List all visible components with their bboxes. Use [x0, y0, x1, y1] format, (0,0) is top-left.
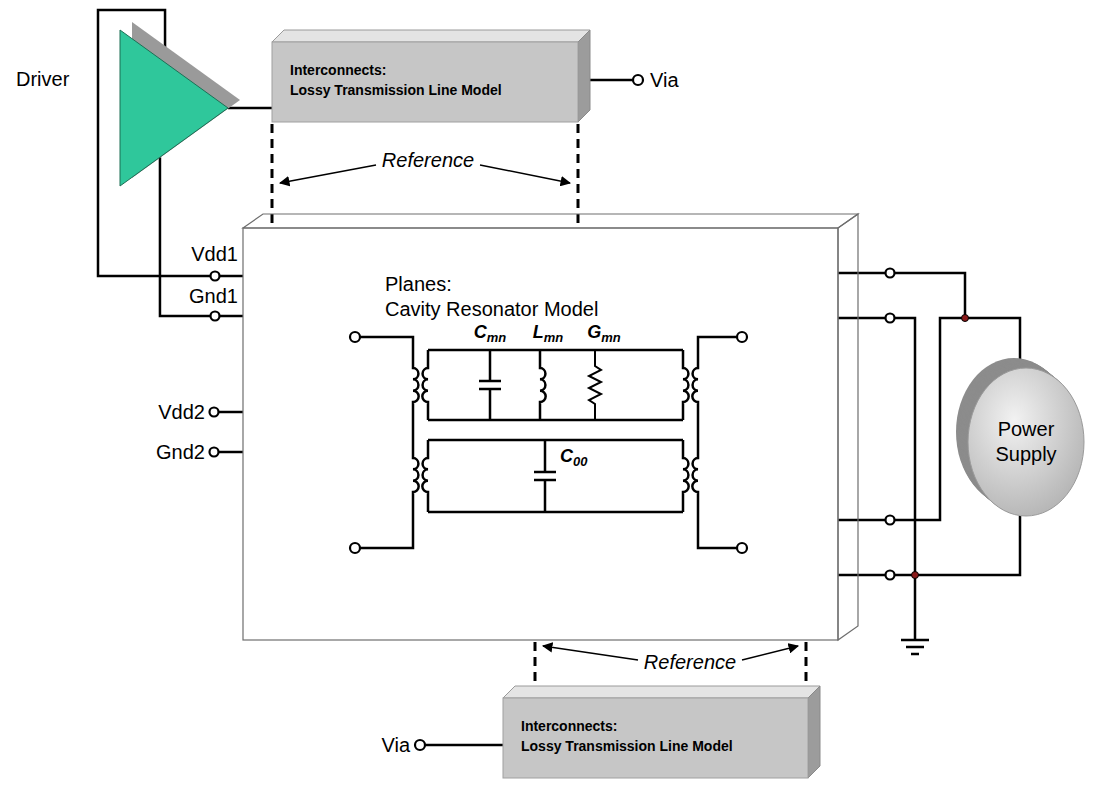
wire-connector: [160, 157, 243, 316]
cylinder-body: [967, 367, 1083, 515]
planes-title: Planes: Cavity Resonator Model: [385, 272, 598, 322]
pin-terminal: [886, 516, 895, 525]
planes-outline: [243, 228, 838, 640]
component-label: Gmn: [587, 322, 620, 346]
box-side-face: [808, 686, 820, 778]
plane-top-face: [243, 214, 858, 228]
pin-terminal: [211, 272, 220, 281]
amplifier-symbol: [120, 30, 228, 186]
pin-lead: [219, 451, 243, 454]
port-terminal: [350, 543, 360, 553]
reference-arrow: [742, 646, 798, 660]
transformer-secondary: [683, 440, 689, 512]
pin-terminal: [886, 269, 895, 278]
circuit-rail: [428, 440, 683, 512]
power-supply: Power Supply: [958, 360, 1082, 516]
capacitor-symbol: [479, 350, 501, 420]
driver-label: Driver: [16, 68, 69, 91]
power-supply-label: Power Supply: [976, 417, 1076, 467]
reference-arrow: [480, 165, 570, 183]
pin-name: Gnd1: [189, 285, 238, 308]
pin-lead: [838, 317, 885, 320]
triangle-outline: [120, 30, 228, 186]
via-lead: [425, 744, 503, 747]
wire-connector: [98, 10, 243, 276]
circuit-rail: [428, 350, 683, 420]
pin-terminal: [211, 312, 220, 321]
inductor-symbol: [540, 350, 546, 420]
plane-front-face: [243, 228, 838, 640]
pin-terminal: [210, 448, 219, 457]
transformer-secondary: [683, 350, 689, 420]
port-terminal: [350, 332, 360, 342]
pin-terminal: [886, 314, 895, 323]
box-top-face: [272, 30, 590, 42]
interconnect-box: Interconnects: Lossy Transmission Line M…: [272, 42, 578, 122]
ground-symbol: [901, 640, 929, 654]
wire-connector: [838, 516, 1020, 575]
pin-name: Vdd2: [158, 401, 205, 424]
ground-wire: [895, 318, 915, 640]
cylinder-face: [968, 368, 1084, 516]
transformer-primary: [360, 337, 419, 548]
port-terminal: [737, 543, 747, 553]
resistor-symbol: [589, 350, 601, 420]
pin-terminal: [886, 571, 895, 580]
component-label: Cmn: [474, 322, 506, 346]
junction-dot: [962, 315, 969, 322]
junction-dot: [912, 572, 919, 579]
component-label: Lmn: [533, 322, 563, 346]
pin-terminal: [210, 408, 219, 417]
component-label: C00: [560, 446, 587, 470]
reference-dash: [271, 124, 274, 226]
supply-wire: [895, 318, 965, 520]
box-side-face: [578, 30, 590, 122]
reference-label: Reference: [644, 651, 736, 674]
capacitor-symbol: [534, 440, 556, 512]
transformer-primary: [692, 337, 737, 548]
reference-arrow: [543, 646, 638, 660]
interconnect-box: Interconnects: Lossy Transmission Line M…: [503, 698, 808, 778]
driver-amplifier: Driver: [120, 30, 228, 186]
pin-lead: [219, 411, 243, 414]
pin-lead: [838, 519, 885, 522]
reference-label: Reference: [382, 149, 474, 172]
via-label: Via: [381, 734, 410, 757]
cavity-plane-box: Planes: Cavity Resonator Model: [243, 228, 838, 640]
plane-side-face: [838, 214, 858, 640]
box-front-face: [272, 42, 578, 122]
pin-name: Gnd2: [156, 441, 205, 464]
reference-arrow: [280, 165, 376, 183]
wire-connector: [228, 107, 272, 110]
reference-dash: [577, 124, 580, 226]
wire-connector: [838, 273, 1020, 360]
via-label: Via: [650, 69, 679, 92]
via-terminal: [633, 75, 643, 85]
interconnect-title: Interconnects: Lossy Transmission Line M…: [290, 60, 502, 100]
box-front-face: [503, 698, 808, 778]
transformer-secondary: [422, 350, 428, 420]
via-terminal: [415, 740, 425, 750]
pin-name: Vdd1: [191, 243, 238, 266]
transformer-secondary: [422, 440, 428, 512]
box-top-face: [503, 686, 820, 698]
interconnect-title: Interconnects: Lossy Transmission Line M…: [521, 716, 733, 756]
port-terminal: [737, 332, 747, 342]
